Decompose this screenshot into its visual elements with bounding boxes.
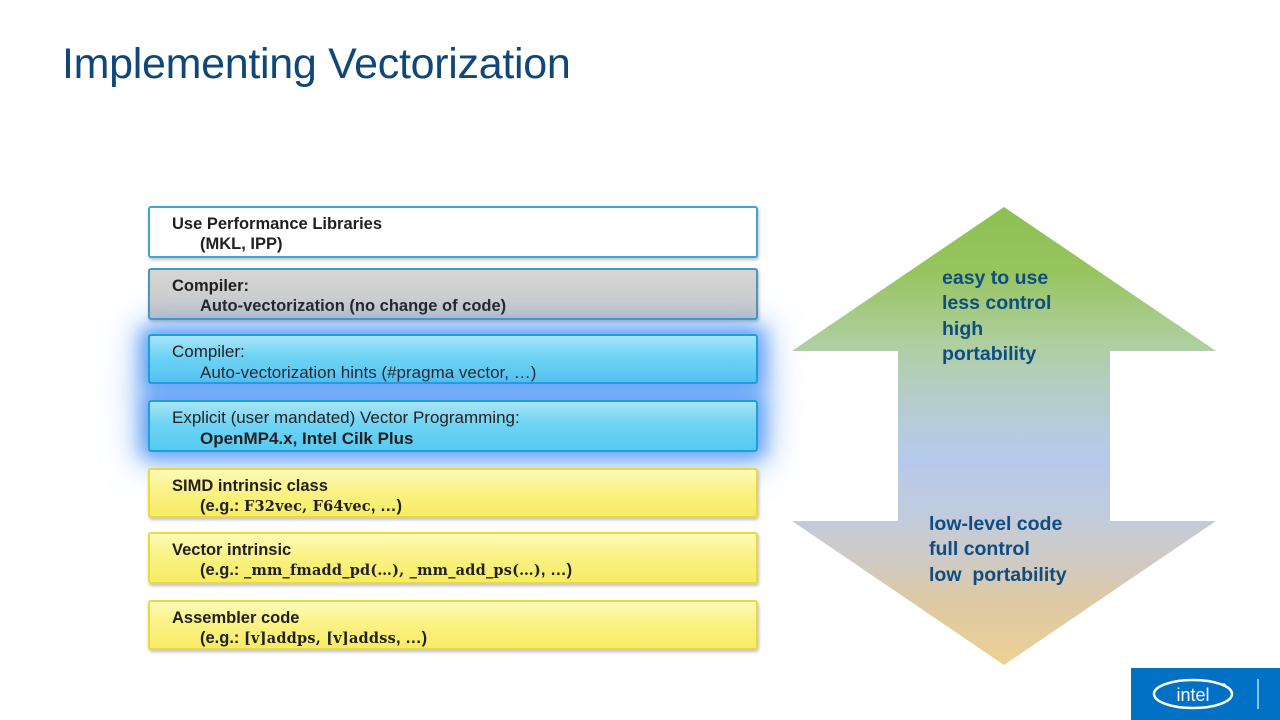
tradeoff-double-arrow (790, 205, 1218, 667)
stack-box-line2: OpenMP4.x, Intel Cilk Plus (200, 428, 414, 448)
code-snippet: F32vec, F64vec (244, 498, 371, 516)
stack-box-simd-intrinsic-class[interactable]: SIMD intrinsic class (e.g.: F32vec, F64v… (148, 468, 758, 518)
stack-box-line1: Assembler code (172, 609, 300, 627)
stack-box-line2: (e.g.: F32vec, F64vec, …) (172, 496, 756, 516)
intel-logo-icon: intel (1152, 678, 1235, 710)
example-prefix: (e.g.: (200, 629, 244, 648)
stack-box-line2: (MKL, IPP) (200, 235, 283, 254)
stack-box-compiler-auto-vectorization-hints[interactable]: Compiler: Auto-vectorization hints (#pra… (148, 334, 758, 384)
code-snippet: _mm_fmadd_pd(…), _mm_add_ps(…) (244, 562, 541, 580)
stack-box-explicit-vector-programming[interactable]: Explicit (user mandated) Vector Programm… (148, 400, 758, 452)
example-prefix: (e.g.: (200, 561, 244, 580)
stack-box-line2: Auto-vectorization (no change of code) (200, 297, 507, 316)
logo-divider (1257, 679, 1259, 709)
example-suffix: , …) (540, 561, 573, 580)
page-title: Implementing Vectorization (62, 40, 571, 88)
stack-box-line1: Vector intrinsic (172, 541, 292, 559)
arrow-caption-top: easy to use less control high portabilit… (942, 267, 1052, 366)
stack-box-line1: Explicit (user mandated) Vector Programm… (172, 408, 520, 427)
stack-box-line1: Compiler: (172, 342, 245, 361)
stack-box-line2: (e.g.: [v]addps, [v]addss, …) (172, 628, 756, 648)
stack-box-assembler-code[interactable]: Assembler code (e.g.: [v]addps, [v]addss… (148, 600, 758, 650)
example-suffix: , …) (370, 497, 402, 516)
stack-box-line1: SIMD intrinsic class (172, 477, 328, 495)
stack-box-compiler-auto-vectorization[interactable]: Compiler: Auto-vectorization (no change … (148, 268, 758, 320)
stack-box-line1: Compiler: (172, 277, 250, 295)
intel-logo: intel (1131, 668, 1280, 720)
stack-box-line2: (e.g.: _mm_fmadd_pd(…), _mm_add_ps(…), …… (172, 560, 756, 580)
stack-box-line1: Use Performance Libraries (172, 215, 383, 233)
stack-box-vector-intrinsic[interactable]: Vector intrinsic (e.g.: _mm_fmadd_pd(…),… (148, 532, 758, 584)
example-suffix: , …) (395, 629, 428, 648)
intel-wordmark: intel (1176, 685, 1209, 705)
stack-box-use-performance-libraries[interactable]: Use Performance Libraries (MKL, IPP) (148, 206, 758, 258)
example-prefix: (e.g.: (200, 497, 244, 516)
double-arrow-icon (792, 207, 1216, 665)
arrow-caption-bottom: low-level code full control low portabil… (929, 513, 1067, 586)
stack-box-line2: Auto-vectorization hints (#pragma vector… (200, 362, 537, 382)
vectorization-approach-stack: Use Performance Libraries (MKL, IPP) Com… (148, 206, 762, 662)
code-snippet: [v]addps, [v]addss (244, 630, 396, 648)
